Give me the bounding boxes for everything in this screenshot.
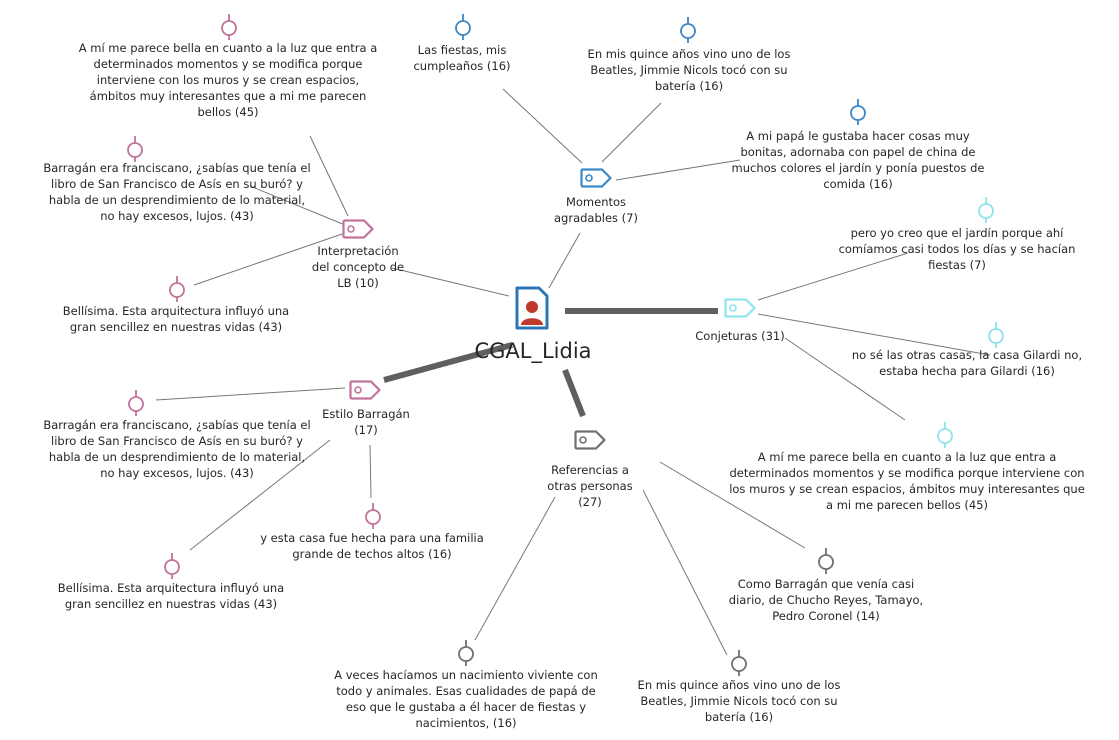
link-quote-11 (189, 439, 331, 551)
quote-pin-icon[interactable] (127, 136, 143, 162)
link-quote-5 (615, 159, 741, 181)
quote-label[interactable]: Barragán era franciscano, ¿sabías que te… (43, 418, 311, 480)
link-quote-4 (601, 102, 662, 163)
code-tag-icon[interactable] (574, 430, 606, 450)
code-label-conjeturas[interactable]: Conjeturas (31) (695, 329, 785, 343)
quote-pin-icon[interactable] (850, 99, 866, 125)
link-quote-1 (249, 185, 346, 226)
quote-pin-icon[interactable] (818, 548, 834, 574)
quote-pin-icon[interactable] (365, 503, 381, 529)
document-person-icon (515, 286, 549, 330)
quote-pin-icon[interactable] (458, 640, 474, 666)
link-center-referencias (562, 368, 586, 418)
quote-label[interactable]: no sé las otras casas, la casa Gilardi n… (851, 348, 1083, 378)
quote-pin-icon[interactable] (978, 197, 994, 223)
code-tag-icon[interactable] (349, 380, 381, 400)
link-quote-12 (659, 461, 806, 549)
link-quote-0 (309, 135, 349, 217)
quote-label[interactable]: Como Barragán que venía casi diario, de … (728, 577, 924, 623)
link-center-momentos (548, 232, 581, 289)
quote-pin-icon[interactable] (164, 553, 180, 579)
quote-pin-icon[interactable] (680, 17, 696, 43)
quote-pin-icon[interactable] (221, 14, 237, 40)
code-tag-icon[interactable] (724, 298, 756, 318)
link-quote-2 (193, 232, 346, 286)
quote-pin-icon[interactable] (988, 322, 1004, 348)
quote-label[interactable]: pero yo creo que el jardín porque ahí co… (838, 226, 1076, 272)
icons-layer (127, 14, 1004, 676)
quote-label[interactable]: En mis quince años vino uno de los Beatl… (587, 47, 791, 93)
link-quote-8 (784, 337, 906, 421)
quote-label[interactable]: A mí me parece bella en cuanto a la luz … (729, 450, 1085, 512)
link-quote-6 (757, 252, 909, 301)
quote-label[interactable]: A veces hacíamos un nacimiento viviente … (334, 668, 598, 730)
link-center-interpretacion (391, 267, 510, 297)
link-quote-9 (155, 387, 346, 401)
quote-label[interactable]: Barragán era franciscano, ¿sabías que te… (43, 161, 311, 223)
quote-pin-icon[interactable] (731, 650, 747, 676)
link-center-estilo (383, 342, 513, 383)
quote-label[interactable]: Bellísima. Esta arquitectura influyó una… (62, 304, 290, 334)
link-quote-10 (369, 444, 372, 499)
links-layer (155, 88, 991, 656)
quote-pin-icon[interactable] (128, 390, 144, 416)
quote-label[interactable]: y esta casa fue hecha para una familia g… (260, 531, 484, 561)
code-label-momentos[interactable]: Momentos agradables (7) (554, 195, 638, 225)
code-tag-icon[interactable] (580, 168, 612, 188)
quote-label[interactable]: En mis quince años vino uno de los Beatl… (637, 678, 841, 724)
code-tag-icon[interactable] (342, 219, 374, 239)
quote-label[interactable]: A mi papá le gustaba hacer cosas muy bon… (731, 129, 985, 191)
code-label-estilo[interactable]: Estilo Barragán (17) (322, 407, 410, 437)
code-label-interpretacion[interactable]: Interpretación del concepto de LB (10) (311, 244, 405, 290)
quote-pin-icon[interactable] (455, 14, 471, 40)
quote-label[interactable]: Las fiestas, mis cumpleaños (16) (413, 43, 511, 73)
center-label: CGAL_Lidia (474, 339, 592, 363)
quote-pin-icon[interactable] (169, 276, 185, 302)
quote-label[interactable]: Bellísima. Esta arquitectura influyó una… (57, 581, 285, 611)
code-label-referencias[interactable]: Referencias a otras personas (27) (547, 463, 633, 509)
link-quote-14 (474, 496, 556, 641)
link-quote-7 (757, 313, 991, 356)
link-quote-13 (642, 489, 728, 656)
quote-label[interactable]: A mí me parece bella en cuanto a la luz … (78, 41, 378, 119)
quote-pin-icon[interactable] (937, 422, 953, 448)
link-quote-3 (502, 88, 583, 164)
